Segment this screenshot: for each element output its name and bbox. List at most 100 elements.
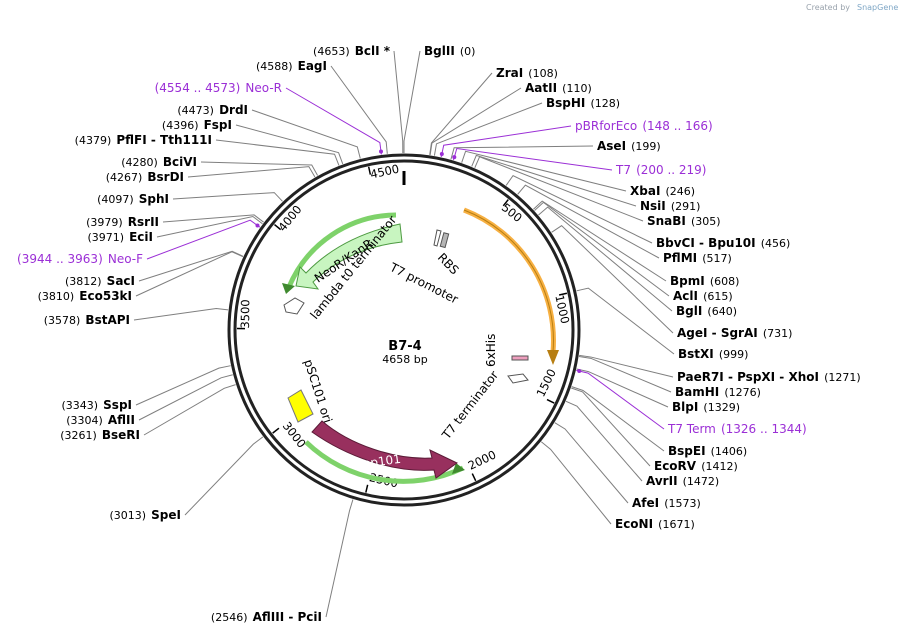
restriction-site-label: PaeR7I - PspXI - XhoI (1271) (677, 366, 861, 385)
primer-label: pBRforEco (148 .. 166) (575, 115, 713, 134)
restriction-site-label: (3304) AflII (66, 409, 135, 428)
tick-label: 1000 (552, 293, 572, 325)
leader-line (135, 365, 231, 406)
leader-line (576, 287, 675, 355)
backbone (227, 153, 581, 507)
leader-line (440, 125, 572, 158)
leader-line (162, 214, 264, 223)
leader-line (325, 499, 354, 618)
restriction-site-label: (4097) SphI (97, 188, 169, 207)
leader-line (517, 184, 660, 259)
leader-line (579, 354, 674, 378)
rbs-label: RBS (435, 250, 462, 277)
restriction-site-label: BbvCI - Bpu10I (456) (656, 232, 790, 251)
primer-marker (577, 369, 582, 374)
leader-line (184, 436, 264, 516)
leader-line (474, 156, 644, 222)
6xhis-label: 6xHis (484, 334, 498, 367)
leader-line (565, 400, 643, 482)
restriction-site-label: (3343) SspI (61, 394, 132, 413)
psc101-ori-feature (287, 389, 314, 423)
primer-marker (378, 149, 383, 154)
t7-terminator-feature (507, 373, 529, 384)
leader-line (146, 219, 261, 260)
tick-mark (365, 484, 369, 493)
restriction-site-label: AatII (110) (525, 77, 592, 96)
leader-line (143, 384, 236, 436)
tick-label: 500 (499, 200, 525, 225)
restriction-site-label: (3810) Eco53kI (38, 285, 132, 304)
leader-line (187, 166, 316, 178)
restriction-site-label: XbaI (246) (630, 180, 695, 199)
tick-mark (558, 292, 568, 296)
restriction-site-label: (3578) BstAPI (44, 309, 130, 328)
leader-line (450, 145, 594, 160)
primer-label: (3944 .. 3963) Neo-F (17, 248, 143, 267)
rbs-feature (439, 232, 450, 249)
restriction-site-label: ZraI (108) (496, 62, 558, 81)
snapgene-watermark: Created by SnapGene (806, 3, 898, 12)
tick-label: 4500 (369, 162, 401, 182)
plasmid-name: B7-4 (388, 339, 421, 354)
watermark-brand: SnapGene (857, 3, 898, 12)
leader-line (551, 225, 674, 334)
tick-mark (546, 398, 555, 404)
leader-line (251, 109, 361, 159)
tick-mark (502, 199, 509, 207)
restriction-site-label: (4588) EagI (256, 55, 327, 74)
leader-line (461, 150, 627, 192)
plasmid-length: 4658 bp (382, 353, 427, 366)
leader-line (156, 215, 263, 238)
leader-line (505, 175, 653, 244)
orange-arc-edge (463, 209, 554, 353)
leader-line (471, 154, 637, 207)
tick-mark (274, 223, 282, 231)
green-arc-rep (304, 440, 465, 484)
leader-line (215, 139, 340, 166)
t7-terminator-label: T7 terminator (439, 368, 502, 443)
neor-kanr-feature (295, 223, 403, 290)
rep101-label: Rep101 (354, 452, 401, 472)
tick-label: 1500 (534, 367, 559, 399)
leader-line (533, 200, 667, 282)
restriction-site-label: (4267) BsrDI (106, 166, 184, 185)
restriction-site-label: AseI (199) (597, 135, 661, 154)
restriction-site-label: AgeI - SgrAI (731) (677, 322, 792, 341)
tick-mark (272, 427, 280, 434)
restriction-site-label: (3261) BseRI (60, 424, 140, 443)
restriction-site-label: (4280) BciVI (121, 151, 197, 170)
tick-mark (367, 166, 372, 175)
restriction-site-label: BglII (0) (424, 40, 475, 59)
6xhis-feature (511, 355, 529, 361)
leader-line (571, 386, 665, 452)
rep101-feature (311, 420, 458, 479)
green-arc-rep-head (452, 463, 465, 474)
leader-line (429, 87, 522, 156)
leader-line (540, 441, 612, 525)
restriction-site-label: PflMI (517) (663, 247, 732, 266)
tick-label: 2000 (466, 447, 498, 472)
restriction-site-label: BlpI (1329) (672, 396, 740, 415)
watermark-prefix: Created by (806, 3, 850, 12)
orange-arc-arrowhead (547, 350, 559, 365)
restriction-site-label: BglI (640) (676, 300, 737, 319)
tick-label: 3500 (238, 299, 252, 328)
restriction-site-label: BspHI (128) (546, 92, 620, 111)
restriction-site-label: (3013) SpeI (109, 504, 181, 523)
restriction-site-label: AclI (615) (673, 285, 733, 304)
restriction-site-label: BstXI (999) (678, 343, 748, 362)
restriction-site-label: (4473) DrdI (177, 99, 248, 118)
restriction-site-label: (4379) PflFI - Tth111I (75, 129, 212, 148)
leader-line (554, 422, 629, 504)
backbone-outer-ring (227, 153, 581, 507)
leader-line (330, 65, 388, 154)
backbone-inner-ring (233, 159, 575, 501)
primer-marker (255, 223, 260, 228)
leader-line (133, 307, 229, 321)
restriction-site-label: SnaBI (305) (647, 210, 721, 229)
primer-marker (439, 152, 444, 157)
leader-line (452, 147, 613, 171)
leader-line (578, 356, 672, 393)
